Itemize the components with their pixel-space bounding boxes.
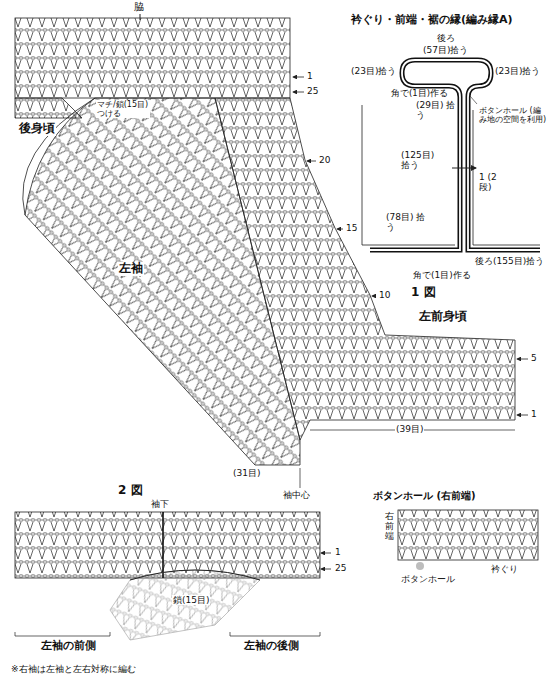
inset-label: (29目) 拾う (415, 100, 457, 121)
inset-label: (23目)拾う (350, 66, 397, 76)
stitch-count: (39目) (395, 424, 424, 434)
inset-label: (23目)拾う (494, 66, 541, 76)
row-number: 1 (306, 71, 314, 81)
chain-label: 鎖(15目) (172, 595, 210, 605)
row-number: 25 (334, 563, 347, 573)
part-name: 左袖 (118, 262, 144, 276)
underarm-label: 袖下 (150, 499, 170, 509)
edge-label: 衿ぐり (490, 564, 519, 574)
figure-number: 1 図 (410, 286, 437, 300)
part-name: 左袖の前側 (40, 640, 97, 653)
inset-label: 1 (2段) (478, 172, 506, 193)
row-number: 15 (345, 223, 358, 233)
inset-label: 後ろ(155目)拾う (474, 256, 545, 266)
buttonhole-label: ボタンホール (400, 574, 456, 584)
inset-label: 角で(1目)作る (390, 89, 449, 99)
note: ※右袖は左袖と左右対称に編む (10, 664, 137, 674)
row-number: 10 (378, 290, 391, 300)
inset-label: (125目) 拾う (400, 150, 446, 171)
row-number: 20 (318, 155, 331, 165)
side-mark: 脇 (133, 1, 145, 13)
inset-title: ボタンホール (右前端) (372, 490, 477, 502)
inset-label: 角で(1目)作る (412, 270, 472, 280)
inset-label: ボタンホール (編み地の空間を利用) (478, 106, 548, 124)
edge-label: 右前端 (385, 512, 394, 542)
inset-title: 衿ぐり・前端・裾の縁(編み縁A) (350, 14, 514, 27)
inset-label: (57目)拾う (422, 45, 469, 55)
inset-label: 後ろ (436, 33, 456, 43)
part-name: 左前身頃 (418, 310, 468, 324)
row-number: 1 (530, 409, 538, 419)
row-number: 1 (334, 547, 342, 557)
inset-label: (78目) 拾う (385, 212, 431, 233)
center-label: 袖中心 (282, 490, 311, 500)
figure-number: 2 図 (117, 484, 144, 498)
row-number: 5 (530, 353, 538, 363)
stitch-count: (31目) (232, 468, 261, 478)
note-label: マチ/鎖(15目) つける (96, 100, 150, 118)
part-name: 後身頃 (18, 122, 56, 136)
part-name: 左袖の後側 (243, 640, 300, 653)
row-number: 25 (306, 86, 319, 96)
